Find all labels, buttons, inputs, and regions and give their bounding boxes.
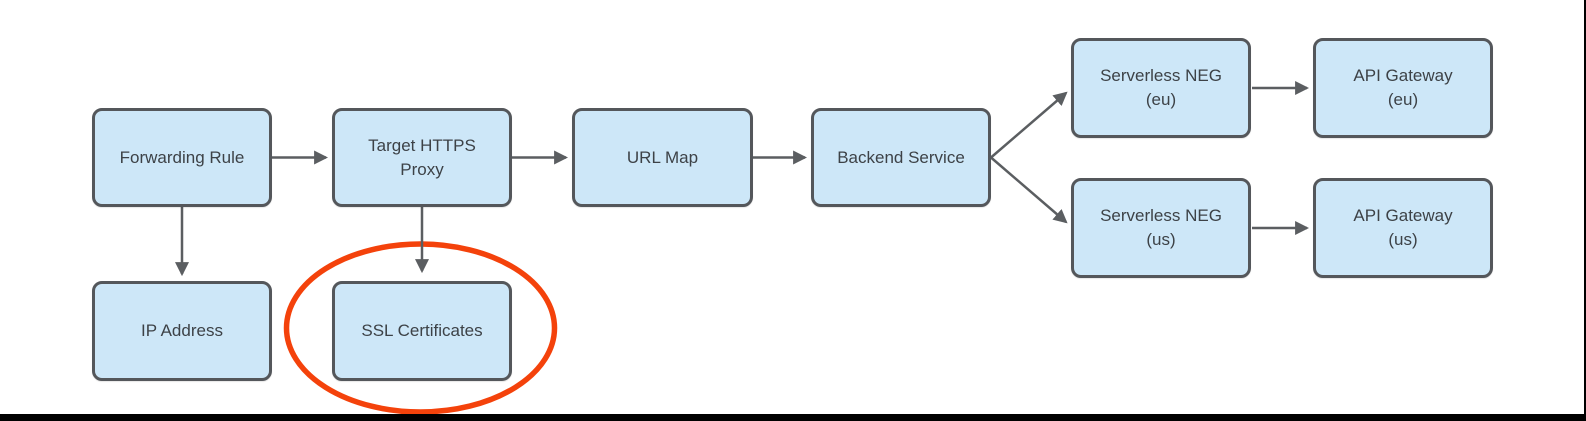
node-serverless-neg-us: Serverless NEG (us) xyxy=(1071,178,1251,278)
node-label: SSL Certificates xyxy=(361,321,483,341)
screen-edge-bar-bottom xyxy=(0,414,1586,421)
node-target-https-proxy: Target HTTPS Proxy xyxy=(332,108,512,207)
node-label: Serverless NEG (eu) xyxy=(1100,66,1222,109)
node-label: Serverless NEG (us) xyxy=(1100,206,1222,249)
connector-backend-service-to-serverless-neg-eu xyxy=(990,91,1068,159)
node-url-map: URL Map xyxy=(572,108,753,207)
node-label: API Gateway (us) xyxy=(1353,206,1453,249)
node-ip-address: IP Address xyxy=(92,281,272,381)
node-forwarding-rule: Forwarding Rule xyxy=(92,108,272,207)
node-label: API Gateway (eu) xyxy=(1353,66,1453,109)
node-ssl-certificates: SSL Certificates xyxy=(332,281,512,381)
node-api-gateway-eu: API Gateway (eu) xyxy=(1313,38,1493,138)
node-backend-service: Backend Service xyxy=(811,108,991,207)
connector-backend-service-to-serverless-neg-us xyxy=(990,156,1068,224)
node-serverless-neg-eu: Serverless NEG (eu) xyxy=(1071,38,1251,138)
node-label: Target HTTPS Proxy xyxy=(368,135,476,179)
node-label: Forwarding Rule xyxy=(119,147,245,167)
node-label: IP Address xyxy=(141,321,223,341)
node-label: Backend Service xyxy=(837,147,965,167)
node-label: URL Map xyxy=(626,147,699,167)
screen-edge-bar-right xyxy=(1584,0,1586,421)
node-api-gateway-us: API Gateway (us) xyxy=(1313,178,1493,278)
